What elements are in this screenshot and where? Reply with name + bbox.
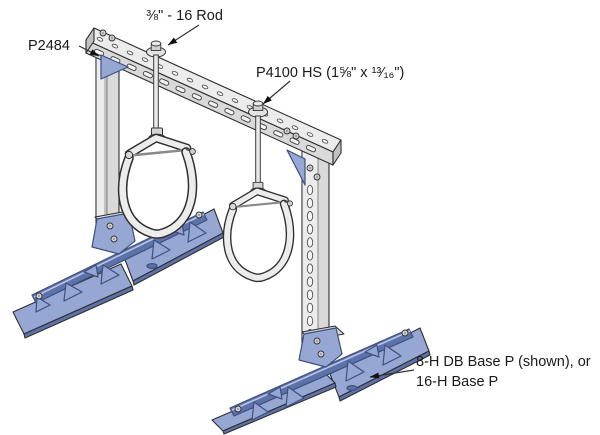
label-channel: P4100 HS (1⅝" x ¹³⁄₁₆") [256, 65, 404, 81]
top-channel [85, 27, 342, 166]
leader-arrow-rod [167, 24, 200, 46]
clevis-hanger-left [123, 128, 196, 234]
right-gusset-fitting [286, 149, 306, 186]
leader-arrow-channel [262, 80, 291, 105]
label-rod: ⅜" - 16 Rod [146, 8, 223, 24]
label-upright: P2484 [28, 38, 70, 54]
right-floor-base [211, 325, 431, 435]
leader-arrow-base [369, 369, 415, 379]
label-base-line1: 8-H DB Base P (shown), or [416, 354, 591, 370]
left-floor-base [12, 208, 225, 339]
clevis-hanger-right [227, 182, 292, 278]
label-base-line2: 16-H Base P [416, 374, 498, 390]
right-post [301, 129, 330, 353]
left-post [95, 53, 120, 237]
threaded-rod-right [255, 115, 261, 188]
leader-arrow-upright [78, 45, 100, 57]
threaded-rod-left [153, 54, 159, 135]
left-gusset-fitting [100, 54, 129, 80]
